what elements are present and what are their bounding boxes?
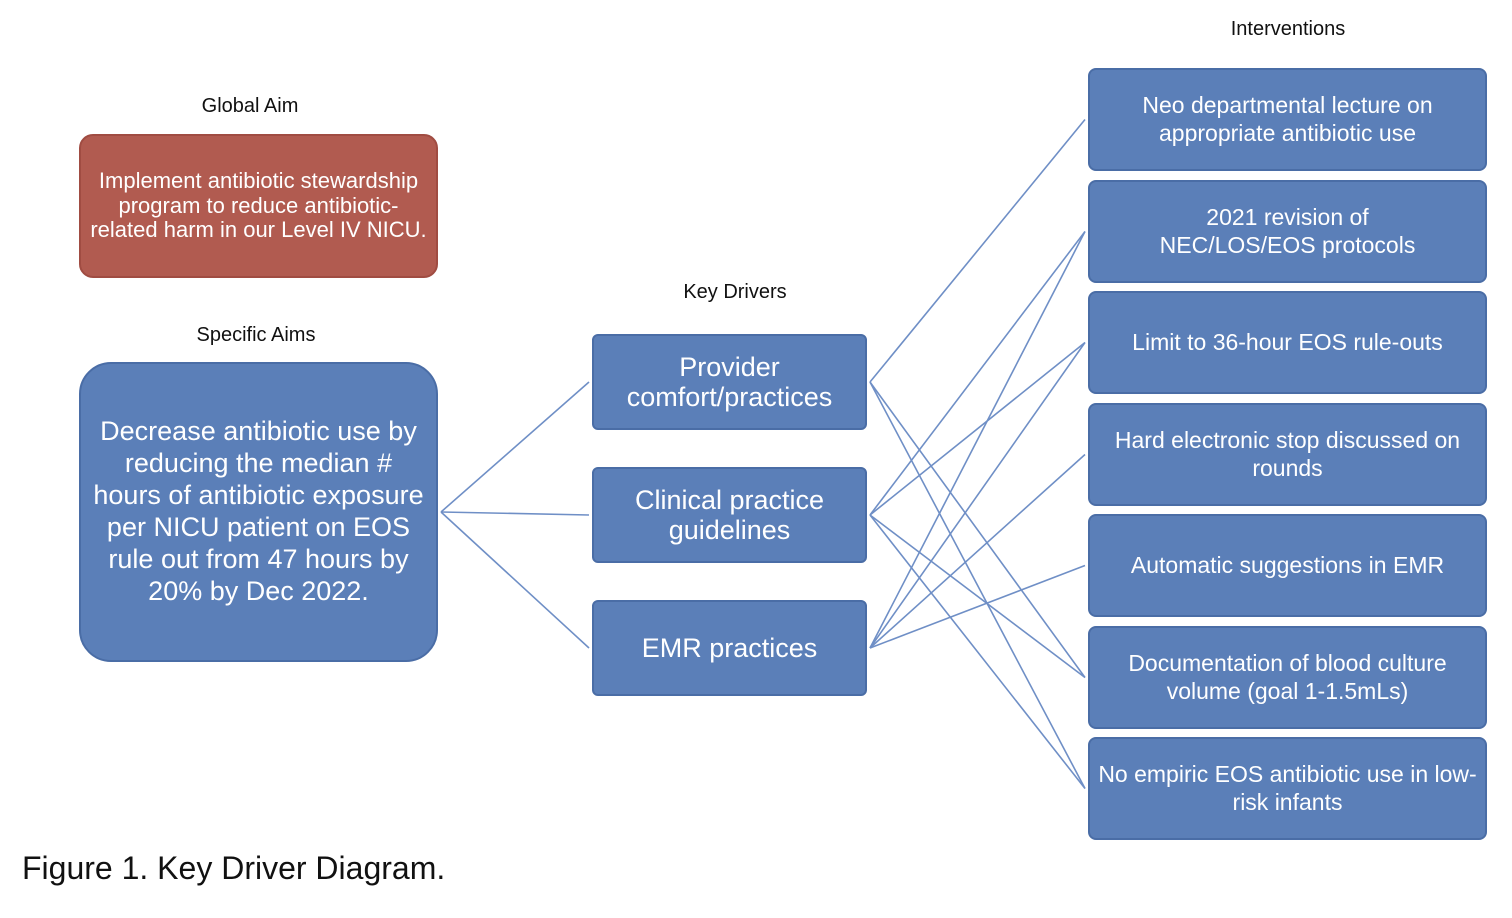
connector-d2-i7 xyxy=(869,514,1086,789)
connector-d2-i6 xyxy=(869,514,1086,679)
driver-label: Provider comfort/practices xyxy=(626,351,833,412)
global-aim-box: Implement antibiotic stewardship program… xyxy=(79,134,438,278)
connector-d2-i3 xyxy=(869,341,1086,516)
driver-label: EMR practices xyxy=(641,632,818,663)
driver-label: Clinical practice guidelines xyxy=(634,484,825,545)
intervention-blood-culture-documentation: Documentation of blood culture volume (g… xyxy=(1088,626,1487,729)
interventions-heading: Interventions xyxy=(1230,18,1346,40)
driver-emr-practices: EMR practices xyxy=(592,600,867,696)
connector-d3-i5 xyxy=(869,564,1086,649)
intervention-label: Documentation of blood culture volume (g… xyxy=(1128,649,1447,704)
intervention-label: No empiric EOS antibiotic use in low-ris… xyxy=(1098,760,1477,815)
intervention-emr-suggestions: Automatic suggestions in EMR xyxy=(1088,514,1487,617)
connector-d1-i1 xyxy=(869,118,1086,383)
connector-specific_aim-d2 xyxy=(440,511,590,516)
intervention-label: Hard electronic stop discussed on rounds xyxy=(1114,426,1461,481)
global-aim-heading: Global Aim xyxy=(201,95,299,117)
connector-specific_aim-d1 xyxy=(440,381,590,513)
global-aim-text: Implement antibiotic stewardship program… xyxy=(90,168,427,243)
figure-caption: Figure 1. Key Driver Diagram. xyxy=(22,850,446,886)
intervention-protocol-revision: 2021 revision of NEC/LOS/EOS protocols xyxy=(1088,180,1487,283)
connector-d2-i2 xyxy=(869,231,1086,516)
specific-aims-heading: Specific Aims xyxy=(196,324,316,346)
intervention-label: Limit to 36-hour EOS rule-outs xyxy=(1132,328,1443,355)
connector-specific_aim-d3 xyxy=(440,511,590,649)
intervention-lecture: Neo departmental lecture on appropriate … xyxy=(1088,68,1487,171)
key-drivers-heading: Key Drivers xyxy=(683,281,787,303)
driver-clinical-guidelines: Clinical practice guidelines xyxy=(592,467,867,563)
driver-provider-comfort: Provider comfort/practices xyxy=(592,334,867,430)
intervention-label: Neo departmental lecture on appropriate … xyxy=(1142,91,1433,146)
specific-aim-box: Decrease antibiotic use by reducing the … xyxy=(79,362,438,662)
connector-d3-i4 xyxy=(869,453,1086,649)
connector-d1-i7 xyxy=(869,381,1086,789)
connector-d3-i2 xyxy=(869,231,1086,649)
connector-d3-i3 xyxy=(869,342,1086,649)
intervention-no-empiric-antibiotics: No empiric EOS antibiotic use in low-ris… xyxy=(1088,737,1487,840)
connector-d1-i6 xyxy=(869,381,1086,678)
intervention-label: 2021 revision of NEC/LOS/EOS protocols xyxy=(1159,203,1416,258)
intervention-label: Automatic suggestions in EMR xyxy=(1130,551,1445,578)
intervention-hard-stop: Hard electronic stop discussed on rounds xyxy=(1088,403,1487,506)
specific-aim-text: Decrease antibiotic use by reducing the … xyxy=(93,416,424,606)
intervention-36-hour-limit: Limit to 36-hour EOS rule-outs xyxy=(1088,291,1487,394)
